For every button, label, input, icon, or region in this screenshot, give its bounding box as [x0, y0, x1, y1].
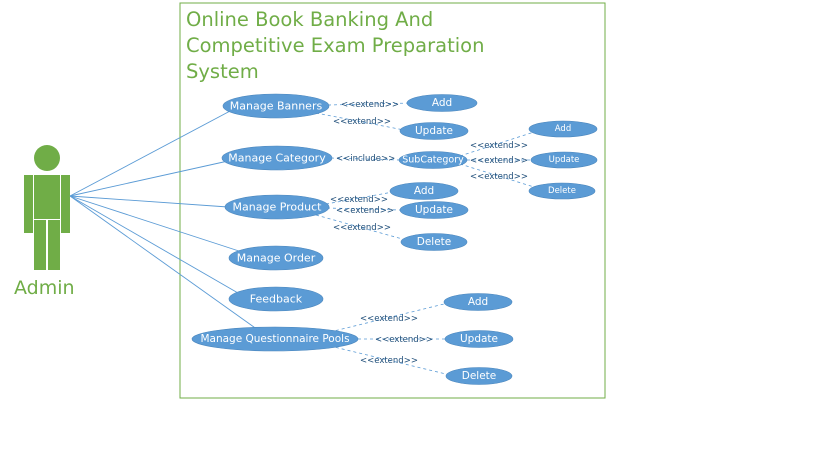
use-case-manage-order[interactable]: Manage Order: [228, 245, 324, 271]
use-case-label: Add: [432, 97, 452, 109]
use-case-label: Update: [460, 333, 498, 345]
system-title-line-3: System: [186, 60, 259, 83]
actor-right-leg: [48, 220, 60, 270]
actor-body: [34, 175, 60, 219]
use-case-label: Delete: [462, 370, 497, 382]
label-extend-product-update: <<extend>>: [336, 206, 394, 216]
use-case-subcategory[interactable]: SubCategory: [398, 151, 468, 169]
use-case-label: Add: [468, 296, 488, 308]
use-case-manage-banners[interactable]: Manage Banners: [222, 93, 330, 119]
use-case-feedback[interactable]: Feedback: [228, 286, 324, 312]
label-extend-product-delete: <<extend>>: [333, 223, 391, 233]
actor-left-leg: [34, 220, 46, 270]
system-boundary: [179, 2, 606, 399]
assoc-category: [69, 160, 229, 197]
use-case-label: Add: [414, 185, 434, 197]
use-case-product-update[interactable]: Update: [399, 201, 469, 219]
label-extend-pools-delete: <<extend>>: [360, 356, 418, 366]
actor-head: [34, 145, 60, 171]
label-extend-sub-update: <<extend>>: [470, 156, 528, 166]
label-extend-banners-add: <<extend>>: [341, 100, 399, 110]
assoc-pools: [69, 195, 259, 331]
use-case-label: Add: [555, 124, 571, 134]
use-case-label: Manage Questionnaire Pools: [200, 333, 349, 345]
use-case-label: Delete: [548, 186, 576, 196]
label-extend-banners-update: <<extend>>: [333, 117, 391, 127]
dep-banners-update: [315, 112, 405, 131]
use-case-manage-questionnaire-pools[interactable]: Manage Questionnaire Pools: [191, 326, 359, 352]
assoc-banners: [69, 109, 233, 197]
system-title-line-2: Competitive Exam Preparation: [186, 34, 484, 57]
label-extend-sub-add: <<extend>>: [470, 141, 528, 151]
dep-banners-add: [327, 102, 413, 106]
use-case-label: Manage Banners: [230, 100, 323, 113]
use-case-banners-add[interactable]: Add: [406, 94, 478, 112]
use-case-banners-update[interactable]: Update: [399, 122, 469, 140]
use-case-pools-update[interactable]: Update: [444, 330, 514, 348]
use-case-label: Manage Product: [233, 201, 323, 214]
actor-left-arm: [24, 175, 33, 233]
use-case-pools-delete[interactable]: Delete: [445, 367, 513, 385]
label-extend-sub-delete: <<extend>>: [470, 172, 528, 182]
use-case-product-delete[interactable]: Delete: [400, 233, 468, 251]
dep-product-add: [325, 191, 394, 205]
use-case-label: Delete: [417, 236, 452, 248]
use-case-sub-add[interactable]: Add: [528, 120, 598, 138]
use-case-label: Manage Order: [237, 252, 316, 265]
associations: [69, 109, 259, 331]
dep-category-sub: [330, 157, 400, 161]
label-extend-pools-add: <<extend>>: [360, 314, 418, 324]
use-case-label: Update: [549, 155, 580, 165]
label-extend-product-add: <<extend>>: [330, 195, 388, 205]
actor-label: Admin: [14, 277, 75, 299]
assoc-product: [69, 195, 229, 208]
use-case-label: Update: [415, 125, 453, 137]
use-case-label: Update: [415, 204, 453, 216]
label-extend-pools-update: <<extend>>: [375, 335, 433, 345]
dep-product-update: [326, 207, 401, 211]
assoc-feedback: [69, 195, 239, 294]
label-include-category: <<include>>: [336, 154, 395, 164]
use-case-manage-category[interactable]: Manage Category: [221, 145, 333, 171]
actor-right-arm: [61, 175, 70, 233]
use-case-label: Feedback: [250, 293, 303, 306]
use-case-product-add[interactable]: Add: [389, 182, 459, 200]
assoc-order: [69, 195, 243, 253]
use-case-label: Manage Category: [228, 152, 326, 165]
dep-pools-add: [329, 302, 449, 333]
dependencies: [315, 102, 535, 376]
use-case-label: SubCategory: [402, 155, 464, 166]
dep-pools-delete: [329, 345, 451, 376]
admin-actor: [24, 145, 70, 270]
use-case-manage-product[interactable]: Manage Product: [224, 194, 330, 220]
use-case-pools-add[interactable]: Add: [443, 293, 513, 311]
use-case-sub-delete[interactable]: Delete: [528, 182, 596, 200]
dep-sub-add: [459, 131, 535, 157]
system-title-line-1: Online Book Banking And: [186, 8, 433, 31]
dep-sub-delete: [459, 163, 535, 188]
use-case-sub-update[interactable]: Update: [530, 151, 598, 169]
